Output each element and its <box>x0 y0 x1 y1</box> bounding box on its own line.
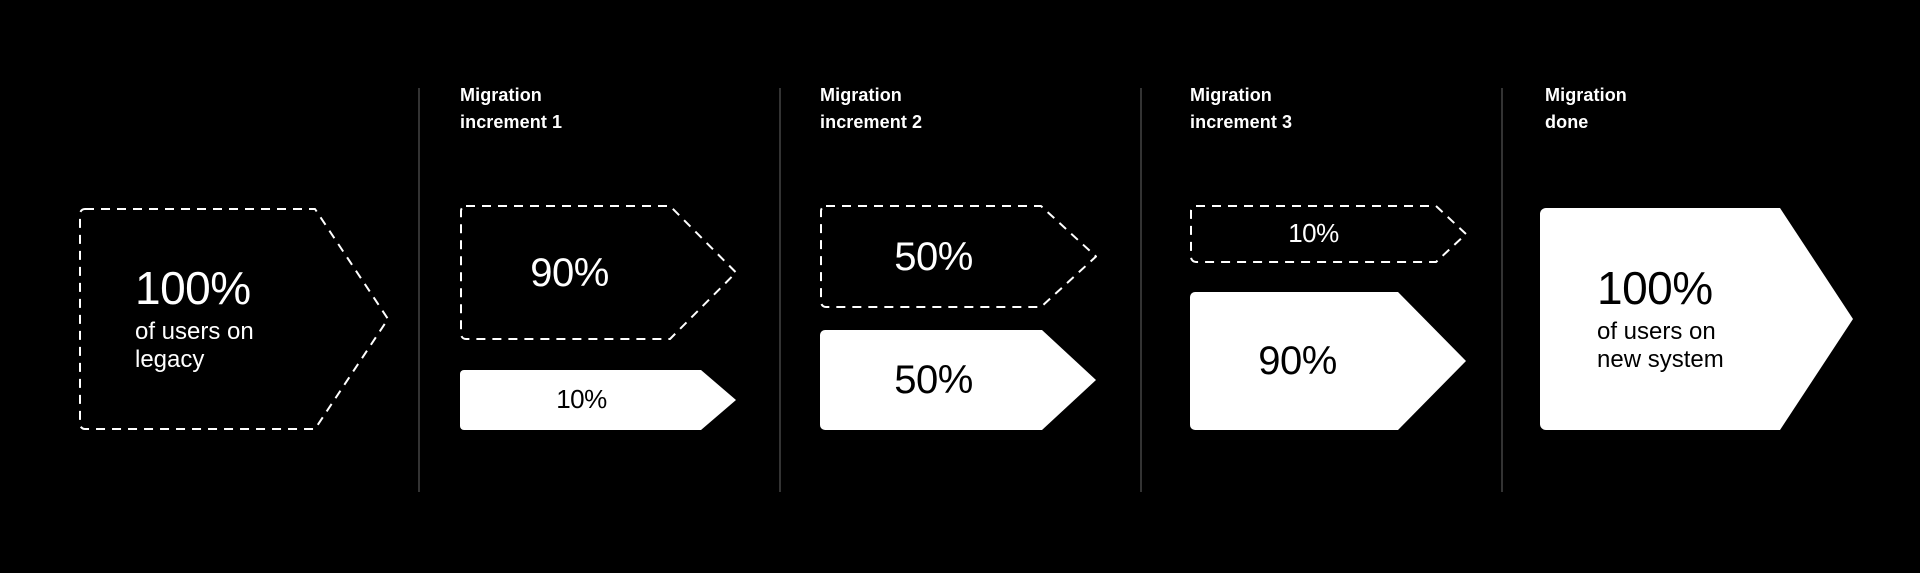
percent-value: 90% <box>530 250 609 295</box>
percent-value: 50% <box>894 234 973 279</box>
shape-legacy-50: 50% <box>820 205 1097 308</box>
column-divider-3 <box>1140 88 1142 492</box>
shape-legacy-90: 90% <box>460 205 737 340</box>
shape-legacy-10: 10% <box>1190 205 1467 263</box>
shape-new-90: 90% <box>1190 292 1467 430</box>
solid-arrow-body <box>1190 292 1466 430</box>
dashed-arrow-outline <box>820 205 1097 308</box>
column-heading-increment-2: Migration increment 2 <box>820 85 923 132</box>
column-heading-done: Migration done <box>1545 85 1627 132</box>
percent-value: 50% <box>894 358 973 402</box>
shape-new-50: 50% <box>820 330 1097 430</box>
percent-value: 100% <box>135 261 251 314</box>
shape-new-100: 100% of users on new system <box>1540 208 1853 430</box>
solid-arrow-body <box>820 330 1096 430</box>
percent-subtitle: of users on new system <box>1597 318 1724 374</box>
column-divider-1 <box>418 88 420 492</box>
percent-value: 90% <box>1258 339 1337 383</box>
shape-legacy-100: 100% of users on legacy <box>79 208 389 430</box>
column-divider-2 <box>779 88 781 492</box>
solid-arrow-body <box>460 370 736 430</box>
dashed-arrow-outline <box>79 208 389 430</box>
solid-arrow-body <box>1540 208 1853 430</box>
percent-value: 100% <box>1597 261 1713 314</box>
dashed-arrow-outline <box>1190 205 1467 263</box>
percent-value: 10% <box>1288 218 1339 249</box>
column-heading-increment-3: Migration increment 3 <box>1190 85 1293 132</box>
percent-value: 10% <box>556 384 607 415</box>
column-divider-4 <box>1501 88 1503 492</box>
percent-subtitle: of users on legacy <box>135 318 254 374</box>
column-heading-increment-1: Migration increment 1 <box>460 85 563 132</box>
shape-new-10: 10% <box>460 370 737 430</box>
